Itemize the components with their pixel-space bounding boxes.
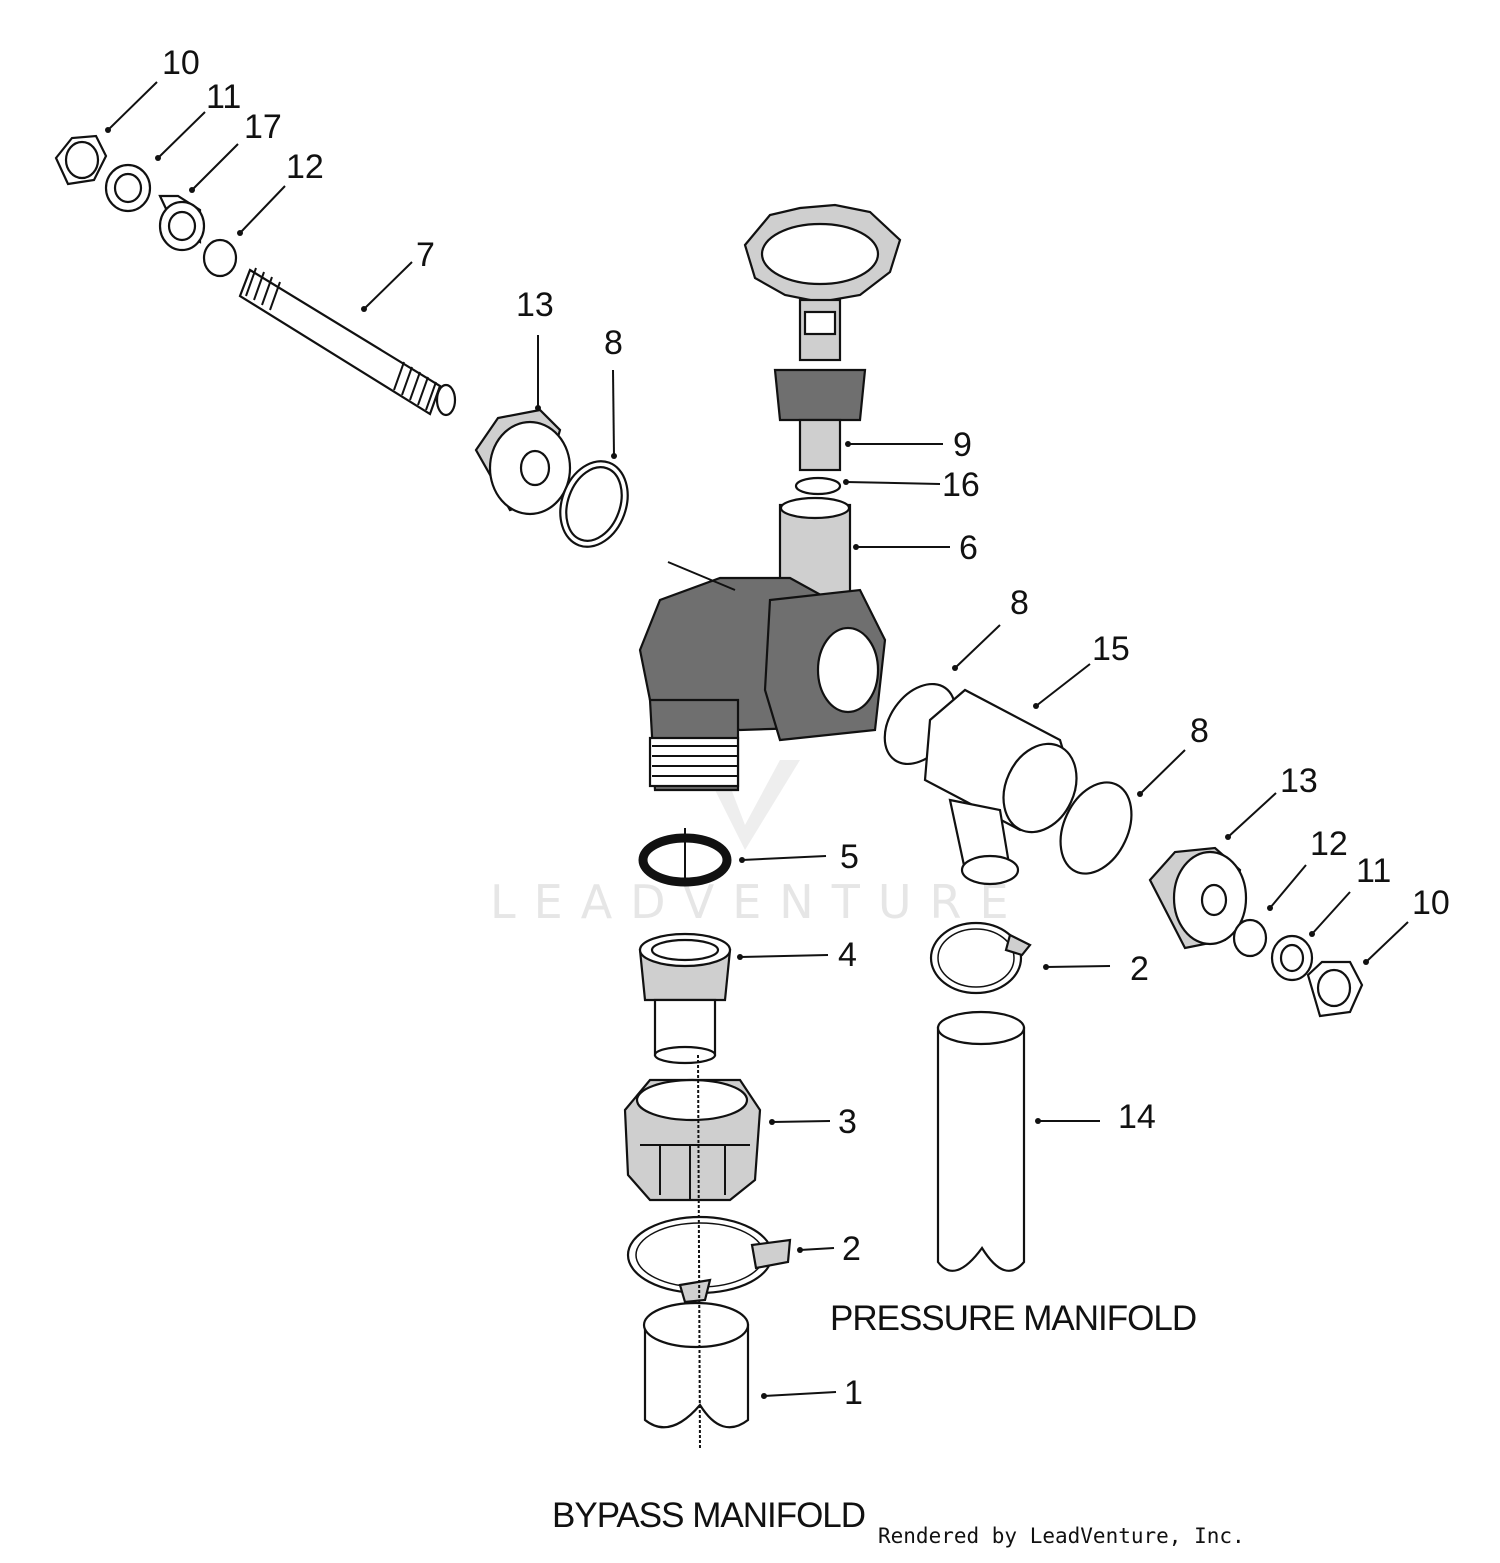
part-11-washer-lower — [1270, 934, 1314, 982]
part-17-spacer — [158, 194, 206, 252]
part-14-pressure-hose — [936, 1010, 1026, 1272]
part-16-o-ring — [794, 476, 842, 496]
bypass-manifold-title: BYPASS MANIFOLD — [552, 1496, 865, 1535]
label-part-10-upper: 10 — [162, 44, 200, 82]
label-part-2-bypass: 2 — [842, 1230, 861, 1268]
part-2-hose-clamp-lower — [626, 1215, 792, 1304]
part-5-gasket — [638, 828, 732, 887]
part-11-washer-upper — [104, 163, 152, 213]
label-part-12-lower: 12 — [1310, 825, 1348, 863]
part-2-hose-clamp-upper — [929, 921, 1032, 995]
part-13-end-cap-lower — [1148, 846, 1248, 950]
part-9-valve-knob-assembly — [743, 203, 902, 472]
label-part-8-middle: 8 — [1010, 584, 1029, 622]
part-4-hose-barb — [638, 932, 732, 1065]
label-part-13-lower: 13 — [1280, 762, 1318, 800]
label-part-3: 3 — [838, 1103, 857, 1141]
leader-lines — [105, 81, 1409, 1399]
part-12-o-ring-lower — [1232, 918, 1268, 958]
part-7-threaded-shaft — [238, 267, 457, 417]
label-part-7: 7 — [416, 236, 435, 274]
label-part-11-upper: 11 — [206, 78, 241, 116]
label-part-6: 6 — [959, 529, 978, 567]
label-part-8-right: 8 — [1190, 712, 1209, 750]
label-part-9: 9 — [953, 426, 972, 464]
part-6-valve-body — [638, 496, 887, 792]
watermark-text: LEADVENTURE — [490, 875, 1027, 929]
part-1-bypass-hose — [642, 1054, 750, 1451]
label-part-4: 4 — [838, 936, 857, 974]
label-part-11-lower: 11 — [1356, 852, 1391, 890]
label-part-13-upper: 13 — [516, 286, 554, 324]
pressure-manifold-title: PRESSURE MANIFOLD — [830, 1299, 1196, 1338]
label-part-5: 5 — [840, 838, 859, 876]
label-part-17: 17 — [244, 108, 282, 146]
label-part-14: 14 — [1118, 1098, 1156, 1136]
label-part-1: 1 — [844, 1374, 863, 1412]
part-12-o-ring-upper — [202, 238, 238, 278]
part-labels: 10 11 17 12 7 13 8 9 16 6 8 15 8 13 12 1… — [162, 44, 1450, 1412]
part-10-hex-nut-upper — [54, 134, 108, 186]
part-8-o-ring-right — [1059, 781, 1133, 875]
label-part-16: 16 — [942, 466, 980, 504]
part-13-end-cap-upper — [474, 408, 572, 516]
part-15-tee-fitting — [923, 688, 1078, 886]
label-part-10-lower: 10 — [1412, 884, 1450, 922]
label-part-2-pressure: 2 — [1130, 950, 1149, 988]
part-3-coupling-nut — [623, 1078, 762, 1202]
part-10-hex-nut-lower — [1306, 960, 1364, 1018]
label-part-8-upper: 8 — [604, 324, 623, 362]
label-part-12-upper: 12 — [286, 148, 324, 186]
label-part-15: 15 — [1092, 630, 1130, 668]
part-8-o-ring-upper — [559, 460, 629, 548]
footer-credit: Rendered by LeadVenture, Inc. — [878, 1524, 1245, 1548]
